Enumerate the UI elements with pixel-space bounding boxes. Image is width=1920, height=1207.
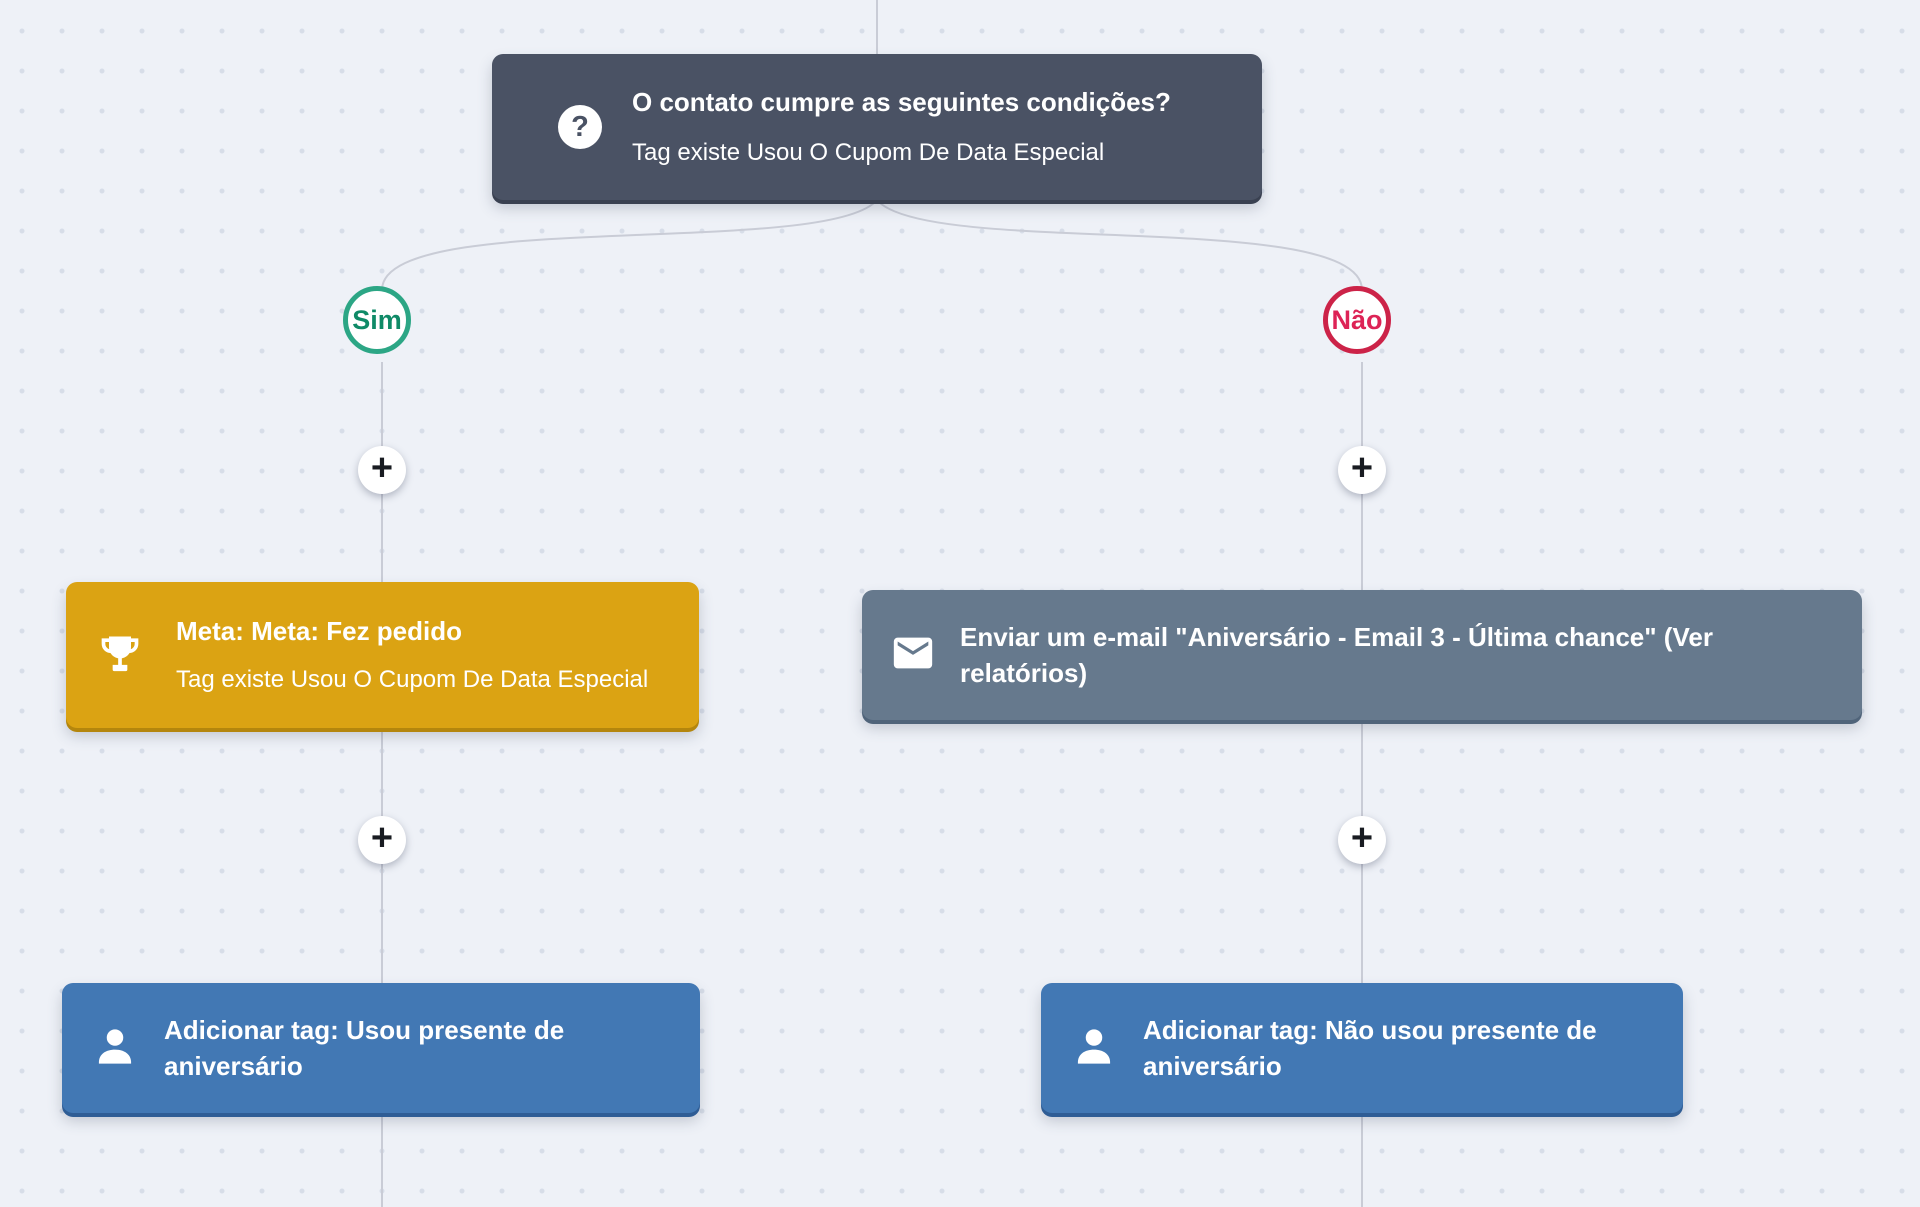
condition-node[interactable]: ? O contato cumpre as seguintes condiçõe…: [492, 54, 1262, 200]
add-tag-no-title: Adicionar tag: Não usou presente de aniv…: [1143, 1015, 1597, 1081]
connector-branch-no-curve: [876, 199, 1363, 291]
email-title: Enviar um e-mail "Aniversário - Email 3 …: [960, 622, 1713, 688]
connector-branch-yes-curve: [381, 199, 878, 291]
person-icon: [1071, 1023, 1117, 1074]
condition-subtitle: Tag existe Usou O Cupom De Data Especial: [632, 139, 1105, 166]
add-step-button-no-1[interactable]: +: [1338, 446, 1386, 494]
add-tag-yes-title: Adicionar tag: Usou presente de aniversá…: [164, 1015, 565, 1081]
question-icon: ?: [558, 105, 602, 149]
goal-title: Meta: Meta: Fez pedido: [176, 616, 463, 646]
branch-yes-badge: Sim: [343, 286, 411, 354]
add-step-button-no-2[interactable]: +: [1338, 816, 1386, 864]
email-node[interactable]: Enviar um e-mail "Aniversário - Email 3 …: [862, 590, 1862, 720]
person-icon: [92, 1023, 138, 1074]
add-tag-no-node[interactable]: Adicionar tag: Não usou presente de aniv…: [1041, 983, 1683, 1113]
goal-subtitle: Tag existe Usou O Cupom De Data Especial: [176, 666, 649, 693]
add-step-button-yes-2[interactable]: +: [358, 816, 406, 864]
goal-node[interactable]: Meta: Meta: Fez pedido Tag existe Usou O…: [66, 582, 699, 728]
trophy-icon: [98, 631, 142, 680]
add-tag-yes-node[interactable]: Adicionar tag: Usou presente de aniversá…: [62, 983, 700, 1113]
condition-title: O contato cumpre as seguintes condições?: [632, 87, 1171, 117]
branch-no-badge: Não: [1323, 286, 1391, 354]
envelope-icon: [890, 630, 936, 681]
add-step-button-yes-1[interactable]: +: [358, 446, 406, 494]
